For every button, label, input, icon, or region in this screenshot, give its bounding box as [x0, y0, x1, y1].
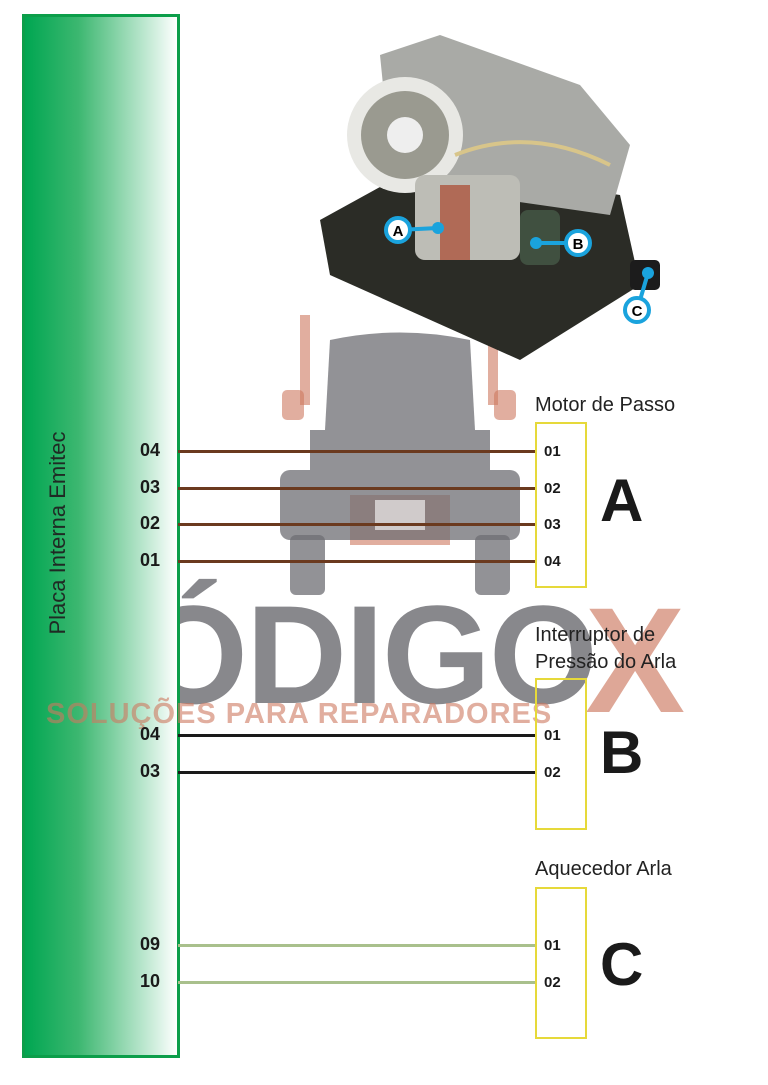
board-pin: 01 [140, 550, 161, 570]
board-pin: 03 [140, 477, 161, 497]
connector-b-title-line2: Pressão do Arla [535, 651, 677, 673]
connector-b-title-line1: Interruptor de [535, 624, 656, 646]
wire-a3 [178, 523, 535, 526]
callout-c-label: C [632, 303, 643, 320]
board-pin: 03 [140, 761, 161, 781]
board-pin: 04 [140, 724, 161, 744]
connector-pin: 01 [544, 937, 561, 954]
callout-b: B [530, 229, 592, 257]
board-pin: 10 [140, 971, 161, 991]
callout-b-label: B [573, 236, 584, 253]
connector-a-title: Motor de Passo [535, 394, 676, 416]
wire-b2 [178, 771, 535, 774]
board-pin: 02 [140, 513, 161, 533]
board-pin: 04 [140, 440, 161, 460]
connector-pin: 02 [544, 480, 561, 497]
connector-b-box [535, 678, 587, 830]
wire-a1 [178, 450, 535, 453]
board-pin: 09 [140, 934, 161, 954]
connector-c-letter: C [600, 931, 644, 998]
connector-c-title: Aquecedor Arla [535, 858, 672, 880]
connector-pin: 04 [544, 553, 561, 570]
watermark-tagline: SOLUÇÕES PARA REPARADORES [46, 698, 553, 730]
connector-a-box [535, 422, 587, 588]
callout-a: A [384, 216, 444, 244]
wire-c2 [178, 981, 535, 984]
connector-a-letter: A [600, 467, 644, 534]
wire-b1 [178, 734, 535, 737]
board-label: Placa Interna Emitec [45, 431, 70, 635]
watermark-logo-x: X [585, 576, 686, 744]
callout-a-label: A [393, 223, 404, 240]
connector-c-box [535, 887, 587, 1039]
wire-a2 [178, 487, 535, 490]
connector-pin: 02 [544, 764, 561, 781]
internal-board [22, 14, 180, 1058]
callout-c: C [623, 267, 654, 324]
connector-pin: 02 [544, 974, 561, 991]
connector-b-letter: B [600, 719, 644, 786]
connector-pin: 01 [544, 727, 561, 744]
component-photo: A B C [320, 35, 660, 360]
wire-c1 [178, 944, 535, 947]
connector-b-title: Interruptor de Pressão do Arla [535, 622, 676, 676]
connector-pin: 01 [544, 443, 561, 460]
connector-pin: 03 [544, 516, 561, 533]
wire-a4 [178, 560, 535, 563]
